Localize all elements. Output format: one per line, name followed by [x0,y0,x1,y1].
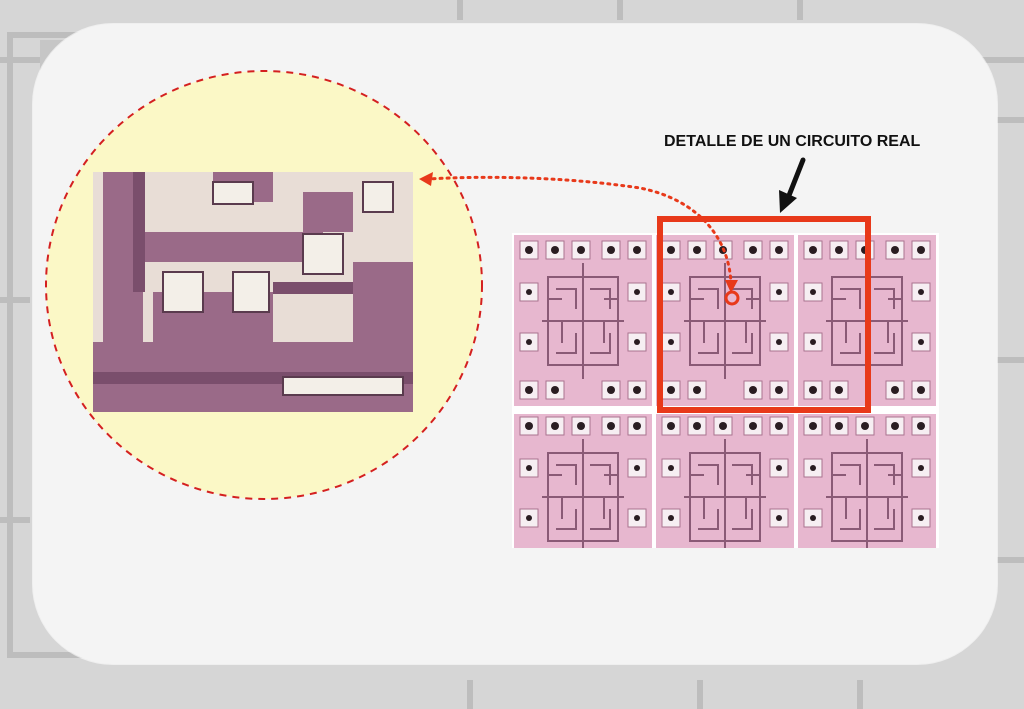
magnified-circuit-image [93,172,413,412]
highlight-box [657,216,871,413]
target-circle-icon [724,290,740,306]
dotted-arrow-icon [419,172,738,293]
arrow-down-icon [779,157,806,213]
caption-label: DETALLE DE UN CIRCUITO REAL [664,133,921,150]
